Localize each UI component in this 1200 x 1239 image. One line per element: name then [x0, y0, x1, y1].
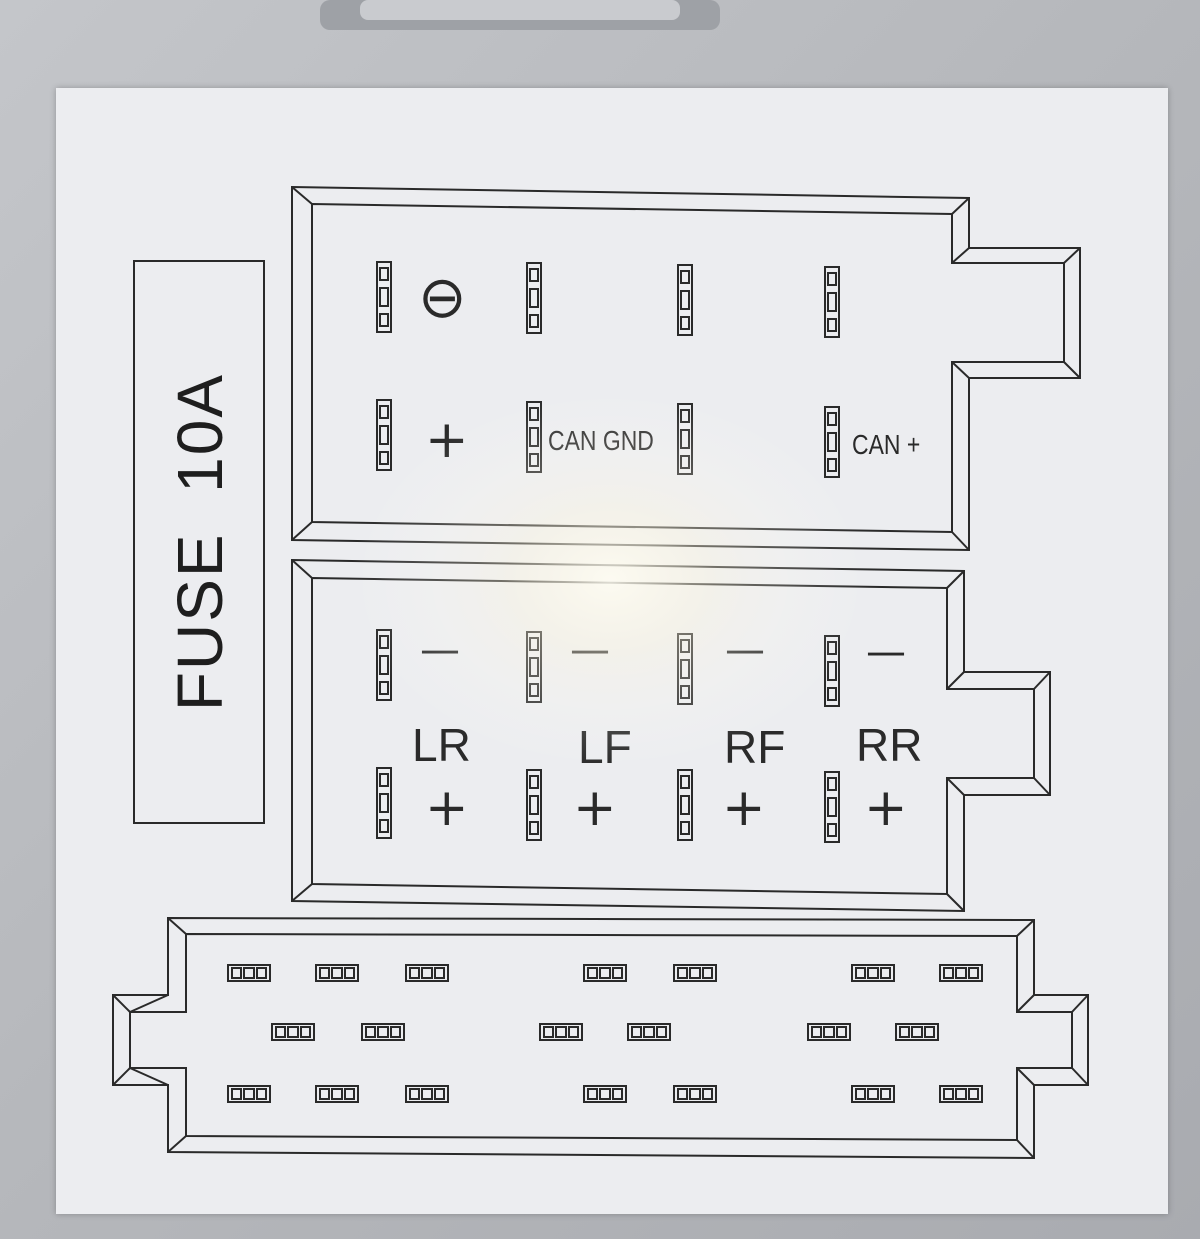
- bottom-pin: [583, 964, 627, 982]
- power-pin: [526, 401, 542, 473]
- power-connector-outline: [291, 185, 1081, 552]
- lf-plus-symbol: +: [573, 778, 617, 838]
- speaker-pin: [526, 769, 542, 841]
- fuse-rating-label: FUSE 10A: [164, 372, 236, 712]
- rf-plus-symbol: +: [722, 778, 766, 838]
- bottom-pin: [271, 1023, 315, 1041]
- bottom-connector-outline: [112, 916, 1089, 1160]
- bottom-pin: [227, 964, 271, 982]
- rr-minus-symbol: —: [866, 629, 906, 675]
- bottom-pin: [627, 1023, 671, 1041]
- bottom-pin: [583, 1085, 627, 1103]
- power-pin: [677, 403, 693, 475]
- bottom-pin: [315, 1085, 359, 1103]
- bottom-pin: [851, 1085, 895, 1103]
- power-pin: [526, 262, 542, 334]
- bottom-pin: [939, 964, 983, 982]
- channel-label-rr: RR: [856, 719, 923, 771]
- channel-label-lr: LR: [412, 719, 471, 771]
- power-pin: [376, 399, 392, 471]
- speaker-pin: [526, 631, 542, 703]
- lr-plus-symbol: +: [425, 778, 469, 838]
- power-pin: [824, 266, 840, 338]
- speaker-pin: [677, 633, 693, 705]
- bottom-pin: [539, 1023, 583, 1041]
- speaker-pin: [824, 635, 840, 707]
- bottom-pin: [807, 1023, 851, 1041]
- bottom-pin: [673, 1085, 717, 1103]
- lr-minus-symbol: —: [420, 627, 460, 673]
- can-gnd-label: CAN GND: [548, 425, 654, 456]
- rf-minus-symbol: —: [725, 627, 765, 673]
- speaker-pin: [376, 629, 392, 701]
- power-pin: [376, 261, 392, 333]
- bottom-pin: [405, 1085, 449, 1103]
- can-plus-label: CAN +: [852, 429, 921, 460]
- bottom-pin: [939, 1085, 983, 1103]
- bottom-pin: [315, 964, 359, 982]
- bottom-pin: [673, 964, 717, 982]
- bottom-pin: [361, 1023, 405, 1041]
- speaker-pin: [677, 769, 693, 841]
- power-pin: [677, 264, 693, 336]
- bottom-pin: [405, 964, 449, 982]
- power-plus-symbol: +: [425, 410, 469, 470]
- bottom-pin: [851, 964, 895, 982]
- rr-plus-symbol: +: [864, 778, 908, 838]
- fuse-label-box: [133, 260, 265, 824]
- speaker-pin: [824, 771, 840, 843]
- ground-minus-symbol: ⊖: [418, 263, 467, 331]
- bottom-pin: [227, 1085, 271, 1103]
- speaker-pin: [376, 767, 392, 839]
- lf-minus-symbol: —: [570, 627, 610, 673]
- power-pin: [824, 406, 840, 478]
- channel-label-rf: RF: [724, 721, 786, 773]
- bottom-pin: [895, 1023, 939, 1041]
- speaker-connector-outline: [291, 558, 1051, 913]
- channel-label-lf: LF: [578, 721, 632, 773]
